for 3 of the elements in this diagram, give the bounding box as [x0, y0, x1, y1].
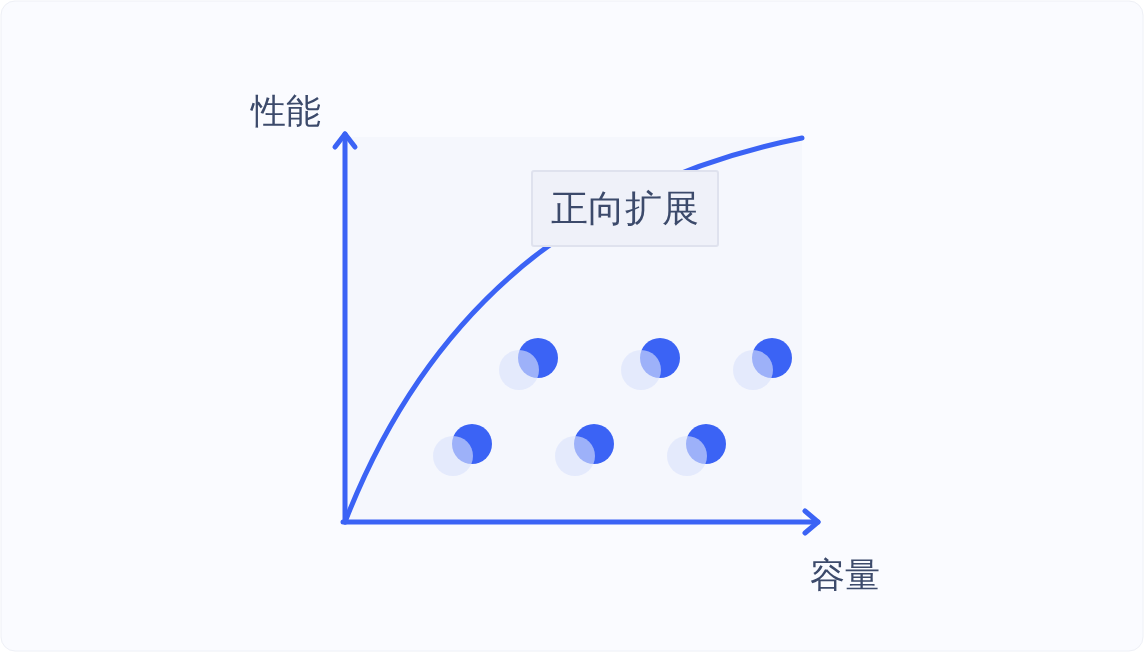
y-axis-label: 性能 [251, 94, 321, 129]
curve-label: 正向扩展 [531, 170, 719, 247]
x-axis-label: 容量 [810, 558, 880, 593]
